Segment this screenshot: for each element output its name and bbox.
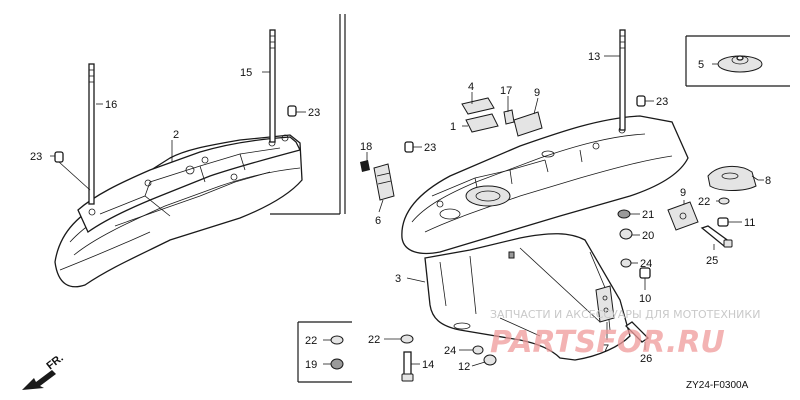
washer-21 bbox=[617, 209, 631, 219]
anode-7 bbox=[595, 285, 615, 323]
callout-18: 18 bbox=[360, 141, 372, 153]
callout-labels: 1 2 3 4 5 6 7 8 9 9 10 11 12 13 14 15 16… bbox=[30, 51, 771, 373]
callout-6: 6 bbox=[375, 215, 381, 227]
watermark-brand: PARTSFOR.RU bbox=[490, 325, 725, 360]
stud-bolt-15 bbox=[269, 29, 276, 143]
seal-4 bbox=[461, 97, 495, 115]
watermark-caption: ЗАПЧАСТИ И АКСЕССУАРЫ ДЛЯ МОТОТЕХНИКИ bbox=[490, 308, 760, 321]
callout-12: 12 bbox=[458, 361, 470, 373]
dowel-pin-23-right-b bbox=[404, 141, 414, 153]
dowel-pin-23-left-b bbox=[287, 105, 297, 117]
callout-9-top: 9 bbox=[534, 87, 540, 99]
callout-22-legend: 22 bbox=[305, 335, 317, 347]
plug-12 bbox=[483, 354, 497, 366]
frame-lines bbox=[270, 14, 790, 383]
callout-23-left-a: 23 bbox=[30, 151, 42, 163]
washer-22-bottom bbox=[400, 334, 414, 344]
pad-9-top bbox=[513, 111, 543, 137]
seal-1 bbox=[465, 113, 499, 133]
callout-5: 5 bbox=[698, 59, 704, 71]
callout-14: 14 bbox=[422, 359, 434, 371]
dowel-pin-23-right-a bbox=[636, 95, 646, 107]
washer-17 bbox=[503, 109, 515, 125]
seal-5 bbox=[717, 55, 763, 73]
bolt-25 bbox=[700, 225, 733, 248]
cap-8 bbox=[707, 166, 759, 191]
front-marker: FR. bbox=[44, 352, 65, 372]
callout-26: 26 bbox=[640, 353, 652, 365]
callout-16: 16 bbox=[105, 99, 117, 111]
callout-15: 15 bbox=[240, 67, 252, 79]
callout-3: 3 bbox=[395, 273, 401, 285]
callout-22-right: 22 bbox=[698, 196, 710, 208]
front-direction-arrow: FR. bbox=[22, 352, 66, 390]
callout-23-mid: 23 bbox=[424, 142, 436, 154]
callout-17: 17 bbox=[500, 85, 512, 97]
callout-23-right: 23 bbox=[656, 96, 668, 108]
callout-25: 25 bbox=[706, 255, 718, 267]
callout-24-bottom: 24 bbox=[444, 345, 456, 357]
callout-23-left-b: 23 bbox=[308, 107, 320, 119]
leader-lines bbox=[50, 55, 764, 367]
bolt-11 bbox=[717, 217, 729, 227]
watermark: ЗАПЧАСТИ И АКСЕССУАРЫ ДЛЯ МОТОТЕХНИКИ PA… bbox=[490, 308, 760, 360]
callout-19: 19 bbox=[305, 359, 317, 371]
callout-20: 20 bbox=[642, 230, 654, 242]
callout-8: 8 bbox=[765, 175, 771, 187]
washer-22-right bbox=[718, 197, 730, 205]
washer-20 bbox=[619, 228, 633, 240]
callout-4: 4 bbox=[468, 81, 474, 93]
callout-1: 1 bbox=[450, 121, 456, 133]
callout-10: 10 bbox=[639, 293, 651, 305]
extension-case-left bbox=[54, 134, 303, 288]
bolt-26 bbox=[624, 321, 650, 343]
callout-22-bottom: 22 bbox=[368, 334, 380, 346]
grommet-6 bbox=[373, 163, 395, 201]
bolt-14 bbox=[401, 351, 414, 382]
callout-11: 11 bbox=[744, 217, 755, 229]
stud-bolt-16 bbox=[88, 63, 95, 205]
clip-18 bbox=[360, 160, 370, 172]
pad-9-right bbox=[667, 201, 699, 231]
callout-13: 13 bbox=[588, 51, 600, 63]
drawing-code: ZY24-F0300A bbox=[686, 380, 749, 391]
callout-24-right: 24 bbox=[640, 258, 652, 270]
washer-22-legend bbox=[330, 335, 344, 345]
gear-case-right bbox=[401, 115, 689, 361]
callout-21: 21 bbox=[642, 209, 654, 221]
washer-19-legend bbox=[330, 358, 344, 370]
callout-9-right: 9 bbox=[680, 187, 686, 199]
callout-2: 2 bbox=[173, 129, 179, 141]
washer-24-right bbox=[620, 258, 632, 268]
dowel-pin-23-left-a bbox=[54, 151, 91, 191]
callout-7: 7 bbox=[603, 343, 609, 355]
stud-bolt-13 bbox=[619, 29, 626, 131]
washer-24-bottom bbox=[472, 345, 484, 355]
